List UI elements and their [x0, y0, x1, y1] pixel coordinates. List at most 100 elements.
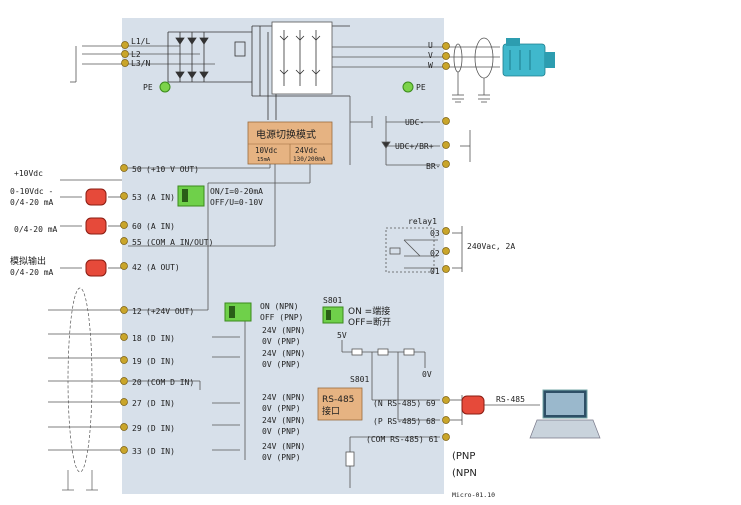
label-60: 0/4-20 mA [14, 225, 58, 234]
pe-right-label: PE [416, 83, 426, 92]
terminal-69 [442, 396, 450, 404]
terminal-60-text: (A IN) [146, 222, 175, 231]
terminal-udc-plus [442, 141, 450, 149]
terminal-br-minus [442, 160, 450, 168]
switch-npn-pnp-icon[interactable] [224, 302, 252, 322]
s801-label-2: S801 [350, 375, 369, 384]
power-mode-col1-bottom: 15mA [257, 157, 271, 163]
svg-text:24V (NPN): 24V (NPN) [262, 349, 305, 358]
digital-terminals [120, 333, 128, 454]
rs485-box [317, 387, 363, 421]
terminal-20-text: (COM D IN) [146, 378, 194, 387]
pe-left-icon [159, 81, 171, 93]
terminal-29-text: (D IN) [146, 424, 175, 433]
digital-cable-shield [62, 287, 98, 491]
terminal-42-num: 42 [132, 263, 142, 272]
power-mode-col2-top: 24Vdc [295, 146, 318, 155]
brake-circuit [349, 96, 471, 166]
rs485-t61: (COM RS-485) 61 [366, 435, 438, 444]
label-udc-minus: UDC- [405, 118, 424, 127]
label-u: U [428, 41, 433, 50]
terminal-29-num: 29 [132, 424, 142, 433]
svg-text:0V (PNP): 0V (PNP) [262, 453, 301, 462]
legend-pnp: (PNP [452, 451, 475, 462]
switch-npn-text: ON (NPN) [260, 302, 299, 311]
relay-rating: 240Vac, 2A [467, 242, 515, 251]
label-udc-plus: UDC+/BR+ [395, 142, 434, 151]
terminal-19-text: (D IN) [146, 357, 175, 366]
pe-left-label: PE [143, 83, 153, 92]
svg-text:0V (PNP): 0V (PNP) [262, 337, 301, 346]
svg-text:24V (NPN): 24V (NPN) [262, 416, 305, 425]
termination-network [341, 340, 440, 488]
terminal-20-num: 20 [132, 378, 142, 387]
digital-wiring [48, 309, 246, 460]
s801-switch-icon[interactable] [322, 306, 344, 324]
terminal-55-text: (COM A IN/OUT) [146, 238, 213, 247]
label-53-line1: 0-10Vdc - [10, 187, 53, 196]
terminal-50 [120, 164, 128, 172]
legend-npn: (NPN [452, 468, 477, 479]
label-10vdc: +10Vdc [14, 169, 43, 178]
connector-53 [85, 188, 107, 206]
svg-text:0V (PNP): 0V (PNP) [262, 360, 301, 369]
label-w: W [428, 61, 433, 70]
terminal-udc-minus [442, 117, 450, 125]
terminal-42-text: (A OUT) [146, 263, 180, 272]
drive-panel [122, 18, 444, 494]
terminal-w [442, 62, 450, 70]
terminal-61 [442, 433, 450, 441]
svg-text:24V (NPN): 24V (NPN) [262, 326, 305, 335]
label-42-line1: 模拟输出 [10, 255, 46, 267]
terminal-53-text: (A IN) [146, 193, 175, 202]
switch-53-off-text: OFF/U=0-10V [210, 198, 263, 207]
laptop-icon [529, 389, 601, 439]
label-l3: L3/N [131, 59, 150, 68]
svg-text:0V (PNP): 0V (PNP) [262, 404, 301, 413]
terminal-60-num: 60 [132, 222, 142, 231]
switch-53-icon[interactable] [177, 185, 205, 207]
label-br-minus: BR- [426, 162, 440, 171]
terminal-60 [120, 221, 128, 229]
terminal-12-text: (+24V OUT) [146, 307, 194, 316]
rs485-box-line2: 接口 [322, 405, 340, 417]
terminal-53-num: 53 [132, 193, 142, 202]
terminal-relay-03 [442, 227, 450, 235]
power-mode-col1-top: 10Vdc [255, 146, 278, 155]
terminal-12-num: 12 [132, 307, 142, 316]
pe-right-icon [402, 81, 414, 93]
svg-text:24V (NPN): 24V (NPN) [262, 393, 305, 402]
switch-pnp-text: OFF (PNP) [260, 313, 303, 322]
terminal-68 [442, 416, 450, 424]
label-v: V [428, 51, 433, 60]
relay-01-label: 01 [430, 267, 440, 276]
connector-60 [85, 217, 107, 235]
terminal-33-text: (D IN) [146, 447, 175, 456]
svg-text:0V (PNP): 0V (PNP) [262, 427, 301, 436]
label-5v: 5V [337, 331, 347, 340]
inverter-stage [271, 21, 333, 95]
terminal-relay-02 [442, 247, 450, 255]
terminal-55-num: 55 [132, 238, 142, 247]
svg-text:24V (NPN): 24V (NPN) [262, 442, 305, 451]
terminal-v [442, 52, 450, 60]
terminal-u [442, 42, 450, 50]
terminal-50-text: (+10 V OUT) [146, 165, 199, 174]
rs485-t68: (P RS-485) 68 [373, 417, 436, 426]
label-0v: 0V [422, 370, 432, 379]
label-53-line2: 0/4-20 mA [10, 198, 54, 207]
terminal-33-num: 33 [132, 447, 142, 456]
terminal-42 [120, 262, 128, 270]
rs485-side-label: RS-485 [496, 395, 525, 404]
terminal-12 [120, 306, 128, 314]
terminal-27-text: (D IN) [146, 399, 175, 408]
terminal-l3 [121, 59, 129, 67]
terminal-55 [120, 237, 128, 245]
relay-03-label: 03 [430, 229, 440, 238]
analog-wiring [60, 164, 311, 311]
switch-53-on-text: ON/I=0-20mA [210, 187, 263, 196]
npn-pnp-labels: 24V (NPN) 0V (PNP) 24V (NPN) 0V (PNP) 24… [262, 326, 305, 462]
rectifier-bridge [167, 31, 252, 83]
power-mode-title: 电源切换模式 [256, 128, 316, 141]
